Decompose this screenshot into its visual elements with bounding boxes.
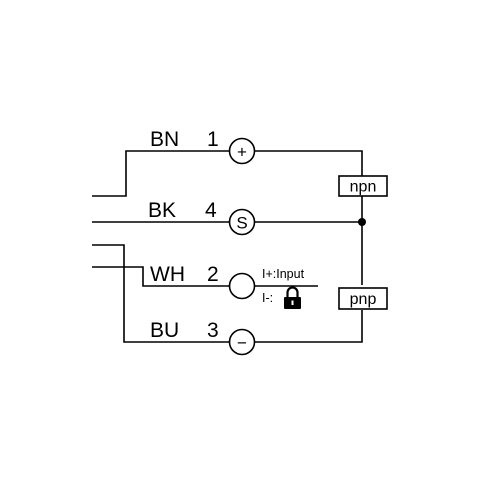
- npn-label: npn: [350, 179, 377, 196]
- terminal-s-symbol: S: [236, 214, 247, 233]
- terminal-minus-symbol: −: [237, 334, 247, 353]
- lock-icon: [284, 286, 301, 309]
- pin2-note-lock: I-:: [262, 291, 273, 305]
- wire-code-bu: BU: [150, 319, 179, 342]
- wire-code-wh: WH: [150, 263, 185, 286]
- pin-number-3: 3: [207, 319, 219, 342]
- pnp-box: pnp: [338, 287, 388, 310]
- junction-dot: [358, 218, 366, 226]
- pin-number-2: 2: [207, 263, 219, 286]
- terminal-wh: [228, 272, 256, 300]
- pin-number-4: 4: [205, 199, 217, 222]
- wire-code-bk: BK: [148, 199, 176, 222]
- pin2-note-input: I+:Input: [262, 267, 305, 281]
- terminal-bk: S: [228, 208, 256, 236]
- bu-wire: [92, 244, 363, 343]
- wh-wire: [92, 266, 318, 287]
- terminal-plus-symbol: +: [237, 143, 247, 162]
- terminal-bn: +: [228, 137, 256, 165]
- bn-wire: [92, 150, 363, 197]
- pin-number-1: 1: [207, 128, 219, 151]
- npn-box: npn: [338, 175, 388, 197]
- wire-code-bn: BN: [150, 128, 179, 151]
- terminal-bu: −: [228, 328, 256, 356]
- pnp-label: pnp: [350, 291, 377, 308]
